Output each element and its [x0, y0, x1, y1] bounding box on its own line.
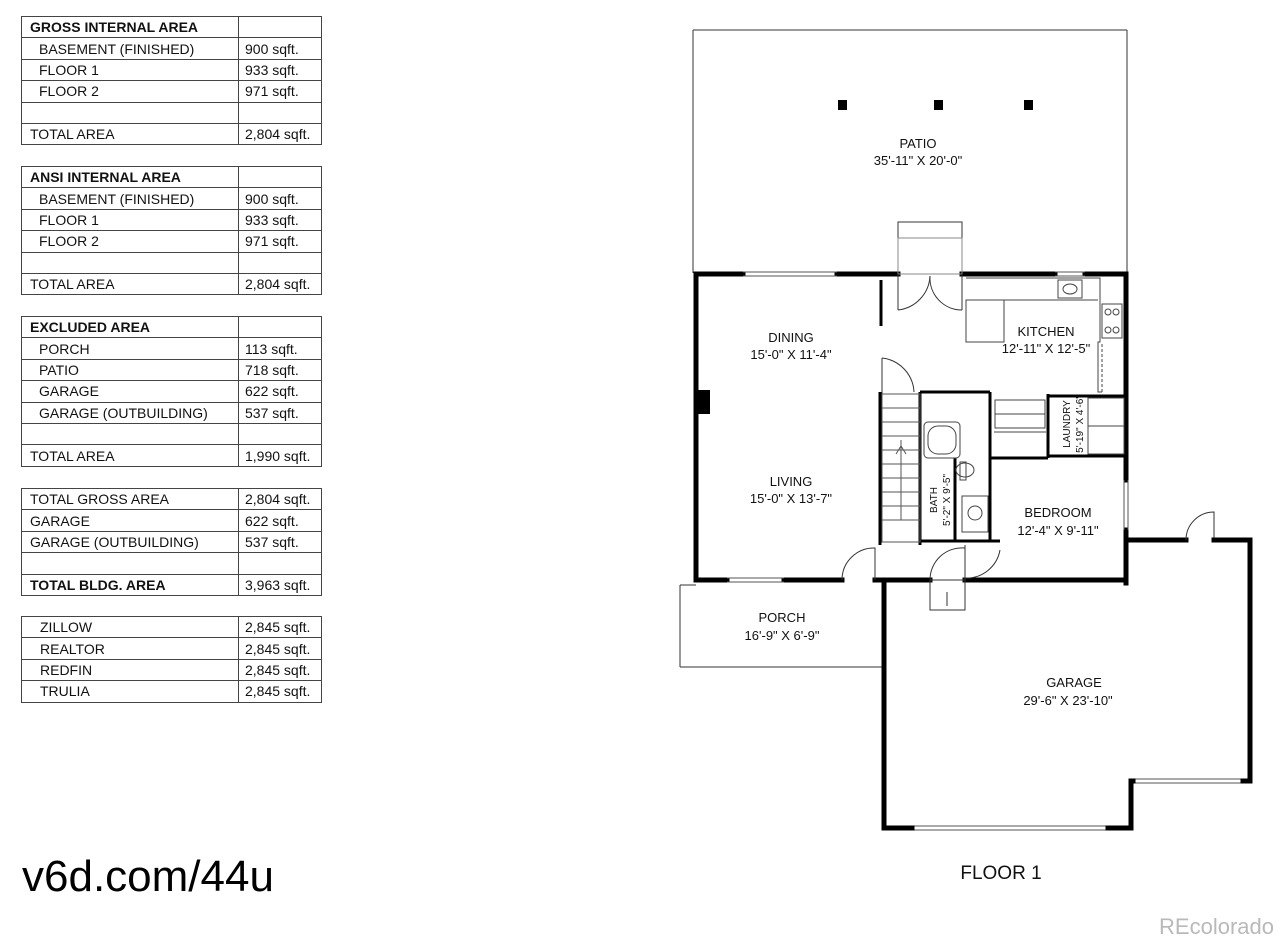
table-header: ANSI INTERNAL AREA: [21, 165, 239, 189]
floor-label: FLOOR 1: [960, 863, 1041, 884]
back-door: [897, 221, 963, 311]
ansi-internal-area-table: ANSI INTERNAL AREA BASEMENT (FINISHED)90…: [21, 165, 322, 296]
watermark-logo: REcolorado: [1159, 914, 1274, 939]
table-header-row: GROSS INTERNAL AREA: [21, 15, 322, 39]
kitchen-cabinets: [965, 277, 1125, 455]
patio-area: [692, 29, 1128, 273]
room-patio: PATIO 35'-11" X 20'-0": [874, 136, 963, 168]
short-url[interactable]: v6d.com/44u: [22, 852, 274, 901]
row-value: 2,845 sqft.: [238, 680, 322, 703]
patio-posts: [838, 100, 1033, 110]
room-name: GARAGE: [1046, 675, 1102, 690]
gross-internal-area-table: GROSS INTERNAL AREA BASEMENT (FINISHED)9…: [21, 15, 322, 146]
total-label: TOTAL AREA: [21, 122, 239, 146]
total-value: 1,990 sqft.: [238, 444, 322, 467]
windows: [727, 271, 1243, 831]
row-value: 622 sqft.: [238, 509, 322, 532]
bath-fixtures: [923, 399, 1046, 533]
row-value: 2,804 sqft.: [238, 487, 322, 511]
row-value: 933 sqft.: [238, 208, 322, 232]
room-name: PATIO: [899, 136, 936, 151]
table-header: GROSS INTERNAL AREA: [21, 15, 239, 39]
room-dimensions: 12'-4" X 9'-11": [1017, 523, 1099, 538]
row-label: PORCH: [21, 337, 239, 360]
porch-area: [679, 584, 883, 668]
room-name: KITCHEN: [1017, 324, 1074, 339]
room-name: LAUNDRY: [1062, 400, 1073, 448]
room-dimensions: 5'-19" X 4'-6": [1075, 395, 1086, 453]
room-dimensions: 16'-9" X 6'-9": [745, 628, 820, 643]
table-blank-row: [21, 552, 322, 575]
total-value: 2,804 sqft.: [238, 272, 322, 296]
total-label: TOTAL AREA: [21, 444, 239, 467]
room-name: LIVING: [770, 474, 813, 489]
row-value: 2,845 sqft.: [238, 658, 322, 682]
room-dining: DINING 15'-0" X 11'-4": [750, 330, 832, 362]
interior-doors: [841, 357, 1215, 611]
room-name: BATH: [929, 487, 940, 513]
row-value: 971 sqft.: [238, 80, 322, 103]
stairs: [881, 393, 921, 543]
room-living: LIVING 15'-0" X 13'-7": [750, 474, 833, 506]
room-name: PORCH: [759, 610, 806, 625]
row-value: 718 sqft.: [238, 358, 322, 382]
room-dimensions: 15'-0" X 11'-4": [750, 347, 832, 362]
total-label: TOTAL BLDG. AREA: [21, 573, 239, 596]
room-name: DINING: [768, 330, 814, 345]
total-label: TOTAL AREA: [21, 272, 239, 296]
room-dimensions: 5'-2" X 9'-5": [942, 474, 953, 527]
room-dimensions: 12'-11" X 12'-5": [1002, 341, 1091, 356]
room-kitchen: KITCHEN 12'-11" X 12'-5": [1002, 324, 1091, 356]
room-dimensions: 29'-6" X 23'-10": [1023, 693, 1113, 708]
total-value: 3,963 sqft.: [238, 573, 322, 596]
garage-walls: [881, 537, 1253, 831]
table-row: BASEMENT (FINISHED)900 sqft.: [21, 37, 322, 60]
room-name: BEDROOM: [1024, 505, 1091, 520]
room-bath: BATH 5'-2" X 9'-5": [929, 474, 953, 527]
room-porch: PORCH 16'-9" X 6'-9": [745, 610, 820, 643]
room-laundry: LAUNDRY 5'-19" X 4'-6": [1062, 395, 1086, 453]
total-value: 2,804 sqft.: [238, 122, 322, 146]
room-bedroom: BEDROOM 12'-4" X 9'-11": [1017, 505, 1099, 538]
table-row: GARAGE (OUTBUILDING)537 sqft.: [21, 530, 322, 554]
fireplace: [697, 390, 710, 414]
room-dimensions: 35'-11" X 20'-0": [874, 153, 963, 168]
room-garage: GARAGE 29'-6" X 23'-10": [1023, 675, 1113, 708]
table-header-row: ANSI INTERNAL AREA: [21, 165, 322, 189]
room-dimensions: 15'-0" X 13'-7": [750, 491, 833, 506]
row-value: 933 sqft.: [238, 58, 322, 82]
exterior-walls: [693, 271, 1189, 586]
